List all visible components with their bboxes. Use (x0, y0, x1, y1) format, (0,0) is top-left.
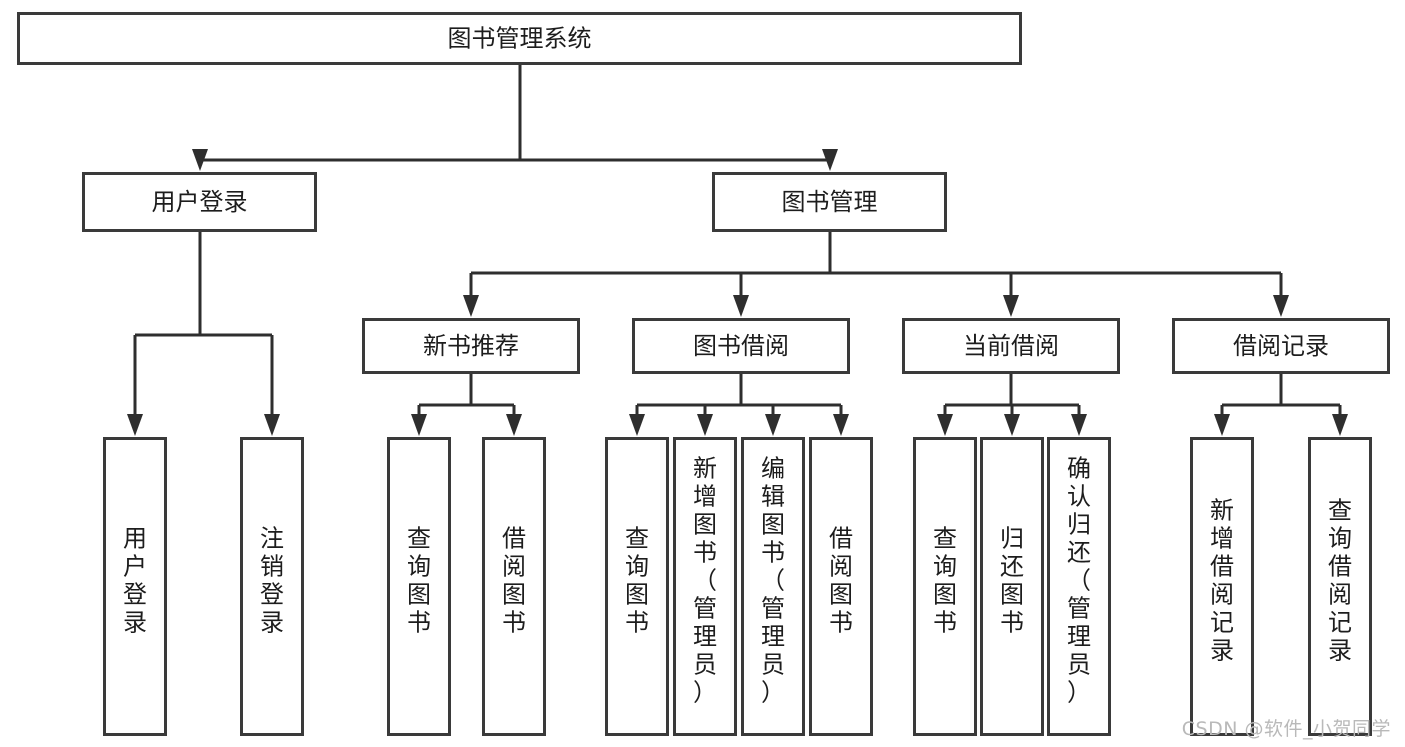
node-label: 图书管理系统 (448, 25, 592, 53)
node-box (17, 12, 1022, 65)
node-label: 新增借阅记录 (1210, 497, 1234, 665)
node-label: 查询借阅记录 (1328, 497, 1352, 665)
node-borrow-record[interactable]: 借阅记录 (1172, 318, 1390, 374)
arrow-head-icon (697, 414, 713, 436)
node-box (712, 172, 947, 232)
arrow-head-icon (765, 414, 781, 436)
node-label: 借阅图书 (829, 525, 853, 637)
node-label: 新书推荐 (423, 332, 519, 360)
node-leaf-edit-book[interactable]: 编辑图书（管理员） (741, 437, 805, 736)
node-label: 用户登录 (152, 188, 248, 216)
node-layer: 图书管理系统用户登录图书管理新书推荐图书借阅当前借阅借阅记录用户登录注销登录查询… (17, 12, 1390, 736)
node-leaf-borrow-book-2[interactable]: 借阅图书 (809, 437, 873, 736)
node-new-book-rec[interactable]: 新书推荐 (362, 318, 580, 374)
arrow-head-icon (733, 295, 749, 317)
arrow-head-icon (1273, 295, 1289, 317)
node-box (387, 437, 451, 736)
node-leaf-query-book-3[interactable]: 查询图书 (913, 437, 977, 736)
node-box (240, 437, 304, 736)
node-box (1308, 437, 1372, 736)
node-label: 归还图书 (1000, 525, 1024, 637)
node-box (362, 318, 580, 374)
arrow-head-icon (1214, 414, 1230, 436)
node-leaf-query-record[interactable]: 查询借阅记录 (1308, 437, 1372, 736)
arrow-head-icon (506, 414, 522, 436)
node-label: 新增图书（管理员） (693, 455, 717, 707)
node-box (605, 437, 669, 736)
arrow-head-icon (1332, 414, 1348, 436)
node-leaf-user-login[interactable]: 用户登录 (103, 437, 167, 736)
node-book-borrow[interactable]: 图书借阅 (632, 318, 850, 374)
node-leaf-query-book-1[interactable]: 查询图书 (387, 437, 451, 736)
arrow-head-icon (463, 295, 479, 317)
arrow-head-icon (411, 414, 427, 436)
node-box (1172, 318, 1390, 374)
node-leaf-return-book[interactable]: 归还图书 (980, 437, 1044, 736)
node-label: 图书借阅 (693, 332, 789, 360)
arrow-head-icon (1003, 295, 1019, 317)
connector-layer (127, 65, 1348, 436)
node-leaf-query-book-2[interactable]: 查询图书 (605, 437, 669, 736)
arrow-head-icon (1004, 414, 1020, 436)
node-leaf-borrow-book-1[interactable]: 借阅图书 (482, 437, 546, 736)
node-label: 当前借阅 (963, 332, 1059, 360)
node-box (482, 437, 546, 736)
node-box (980, 437, 1044, 736)
node-label: 注销登录 (260, 525, 284, 637)
node-leaf-confirm-return[interactable]: 确认归还（管理员） (1047, 437, 1111, 736)
node-leaf-add-record[interactable]: 新增借阅记录 (1190, 437, 1254, 736)
arrow-head-icon (1071, 414, 1087, 436)
arrow-head-icon (937, 414, 953, 436)
node-box (632, 318, 850, 374)
arrow-head-icon (629, 414, 645, 436)
node-leaf-add-book[interactable]: 新增图书（管理员） (673, 437, 737, 736)
node-root[interactable]: 图书管理系统 (17, 12, 1022, 65)
node-box (902, 318, 1120, 374)
watermark-label: CSDN @软件_小贺同学 (1181, 718, 1391, 740)
node-leaf-logout[interactable]: 注销登录 (240, 437, 304, 736)
node-label: 编辑图书（管理员） (761, 455, 785, 707)
node-current-borrow[interactable]: 当前借阅 (902, 318, 1120, 374)
node-label: 借阅图书 (502, 525, 526, 637)
node-user-login[interactable]: 用户登录 (82, 172, 317, 232)
node-box (673, 437, 737, 736)
arrow-head-icon (822, 149, 838, 171)
node-box (913, 437, 977, 736)
node-label: 确认归还（管理员） (1067, 455, 1091, 707)
node-label: 图书管理 (782, 188, 878, 216)
node-box (741, 437, 805, 736)
node-box (809, 437, 873, 736)
arrow-head-icon (833, 414, 849, 436)
node-box (1190, 437, 1254, 736)
arrow-head-icon (127, 414, 143, 436)
node-box (103, 437, 167, 736)
node-label: 查询图书 (625, 525, 649, 637)
arrow-head-icon (192, 149, 208, 171)
node-label: 查询图书 (933, 525, 957, 637)
node-box (1047, 437, 1111, 736)
node-book-manage[interactable]: 图书管理 (712, 172, 947, 232)
node-box (82, 172, 317, 232)
node-label: 查询图书 (407, 525, 431, 637)
node-label: 借阅记录 (1233, 332, 1329, 360)
node-label: 用户登录 (123, 525, 147, 637)
arrow-head-icon (264, 414, 280, 436)
